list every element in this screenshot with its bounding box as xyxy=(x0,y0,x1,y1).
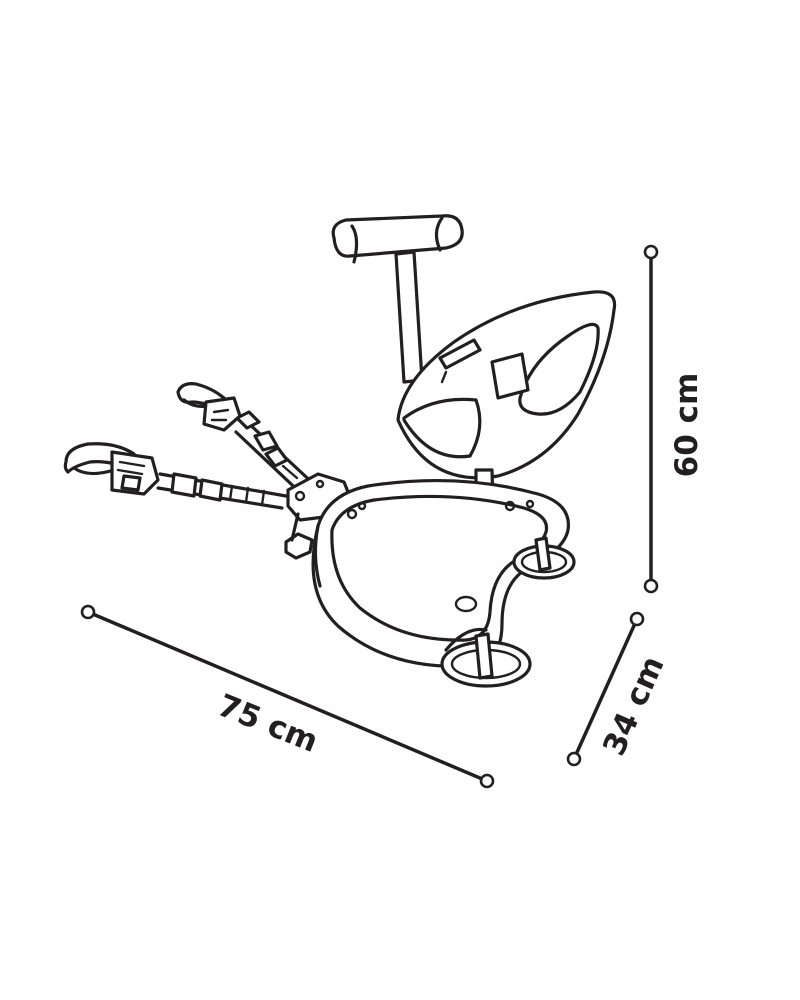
dimension-width: 34 cm xyxy=(566,611,672,767)
buggy-board-illustration xyxy=(63,214,617,688)
dimension-height: 60 cm xyxy=(643,244,705,594)
length-endpoint-right xyxy=(479,773,495,789)
connector-arm-upper xyxy=(176,382,320,502)
height-label: 60 cm xyxy=(669,373,705,478)
wheel-front xyxy=(440,627,532,688)
length-label: 75 cm xyxy=(212,687,322,760)
connector-arm-lower xyxy=(63,442,288,510)
width-endpoint-bottom xyxy=(566,751,582,767)
seat xyxy=(396,290,617,480)
width-endpoint-top xyxy=(629,611,645,627)
height-endpoint-bottom xyxy=(643,578,659,594)
length-endpoint-left xyxy=(80,604,96,620)
length-dimension-line xyxy=(86,610,489,783)
handlebar xyxy=(331,214,464,384)
height-endpoint-top xyxy=(643,244,659,260)
width-label: 34 cm xyxy=(596,651,671,761)
wheel-right xyxy=(512,536,576,580)
width-dimension-line xyxy=(572,617,639,761)
